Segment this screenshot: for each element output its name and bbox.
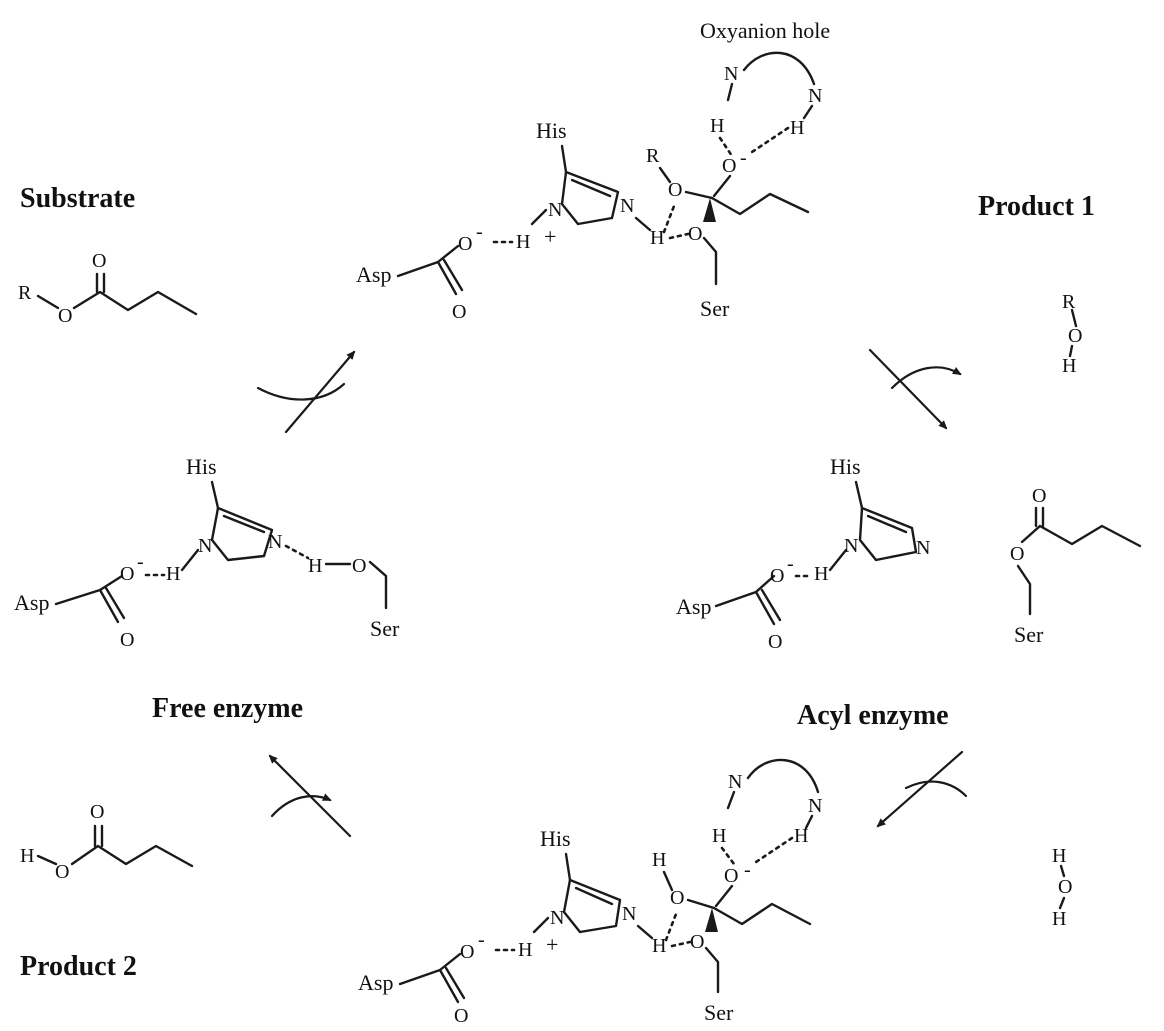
atom-his: His <box>536 118 567 143</box>
atom-n: N <box>808 85 822 107</box>
atom-n: N <box>550 907 564 929</box>
atom-n: N <box>808 795 822 817</box>
label-free-enzyme: Free enzyme <box>152 693 303 724</box>
atom-ser: Ser <box>704 1000 734 1025</box>
charge-minus: - <box>478 929 485 951</box>
atom-his: His <box>540 826 571 851</box>
atom-o-minus: O <box>724 865 738 887</box>
atom-h: H <box>814 563 828 585</box>
label-oxyanion-hole: Oxyanion hole <box>700 18 830 43</box>
atom-o-minus: O <box>458 233 472 255</box>
atom-r: R <box>1062 291 1076 313</box>
atom-n: N <box>620 195 634 217</box>
charge-plus: + <box>546 932 558 957</box>
atom-his: His <box>186 454 217 479</box>
atom-o: O <box>454 1005 468 1026</box>
charge-minus: - <box>740 147 747 169</box>
atom-n: N <box>844 535 858 557</box>
tetrahedral-intermediate-1: Oxyanion hole N N H H O - R O O Ser His … <box>356 18 830 323</box>
atom-o: O <box>120 629 134 651</box>
atom-o: O <box>668 179 682 201</box>
atom-n: N <box>198 535 212 557</box>
atom-o: O <box>452 301 466 323</box>
charge-minus: - <box>137 551 144 573</box>
atom-n: N <box>724 63 738 85</box>
charge-minus: - <box>744 859 751 881</box>
charge-plus: + <box>544 224 556 249</box>
atom-h: H <box>166 563 180 585</box>
atom-ser: Ser <box>1014 622 1044 647</box>
atom-n: N <box>728 771 742 793</box>
atom-h: H <box>1052 908 1066 930</box>
atom-o-minus: O <box>460 941 474 963</box>
label-substrate: Substrate <box>20 183 135 214</box>
atom-o: O <box>1010 543 1024 565</box>
atom-o: O <box>58 305 72 327</box>
atom-ser: Ser <box>700 296 730 321</box>
label-product-1: Product 1 <box>978 191 1095 222</box>
label-acyl-enzyme: Acyl enzyme <box>797 700 949 731</box>
atom-o: O <box>92 250 106 272</box>
atom-o: O <box>690 931 704 953</box>
atom-h: H <box>518 939 532 961</box>
charge-minus: - <box>787 553 794 575</box>
atom-h: H <box>1052 845 1066 867</box>
acyl-enzyme-structure: His N N H Asp O - O O O Ser <box>676 454 1142 653</box>
atom-n: N <box>548 199 562 221</box>
atom-o: O <box>670 887 684 909</box>
atom-his: His <box>830 454 861 479</box>
atom-n: N <box>916 537 930 559</box>
atom-o: O <box>352 555 366 577</box>
atom-h: H <box>20 845 34 867</box>
atom-h: H <box>308 555 322 577</box>
atom-n: N <box>268 531 282 553</box>
charge-minus: - <box>476 221 483 243</box>
atom-h: H <box>652 849 666 871</box>
atom-h: H <box>794 825 808 847</box>
water-molecule: H O H <box>1052 845 1072 930</box>
atom-asp: Asp <box>358 970 393 995</box>
atom-o: O <box>55 861 69 883</box>
atom-o: O <box>768 631 782 653</box>
atom-h: H <box>790 117 804 139</box>
atom-o-minus: O <box>120 563 134 585</box>
atom-o: O <box>688 223 702 245</box>
atom-ser: Ser <box>370 616 400 641</box>
atom-r: R <box>18 282 32 304</box>
atom-n: N <box>622 903 636 925</box>
free-enzyme-structure: His N N H H O Ser Asp O - O <box>14 454 400 651</box>
arrow-substrate-binding <box>256 350 356 434</box>
atom-r: R <box>646 145 660 167</box>
atom-h: H <box>710 115 724 137</box>
atom-o: O <box>90 801 104 823</box>
atom-o: O <box>1058 876 1072 898</box>
atom-asp: Asp <box>14 590 49 615</box>
atom-h: H <box>712 825 726 847</box>
atom-o-minus: O <box>770 565 784 587</box>
arrow-product-1-release <box>868 348 962 430</box>
atom-h: H <box>650 227 664 249</box>
atom-asp: Asp <box>676 594 711 619</box>
tetrahedral-intermediate-2: N N H H O - H O O Ser His N N + H H <box>358 758 822 1027</box>
atom-o: O <box>1068 325 1082 347</box>
atom-h: H <box>516 231 530 253</box>
substrate-molecule: R O O <box>18 250 198 327</box>
label-product-2: Product 2 <box>20 951 137 982</box>
atom-h: H <box>652 935 666 957</box>
arrow-product-2-release <box>268 754 352 838</box>
arrow-water-attack <box>876 750 968 828</box>
product-2-molecule: H O O <box>20 801 194 883</box>
atom-o-minus: O <box>722 155 736 177</box>
atom-h: H <box>1062 355 1076 377</box>
atom-asp: Asp <box>356 262 391 287</box>
product-1-molecule: R O H <box>1062 291 1082 377</box>
atom-o: O <box>1032 485 1046 507</box>
